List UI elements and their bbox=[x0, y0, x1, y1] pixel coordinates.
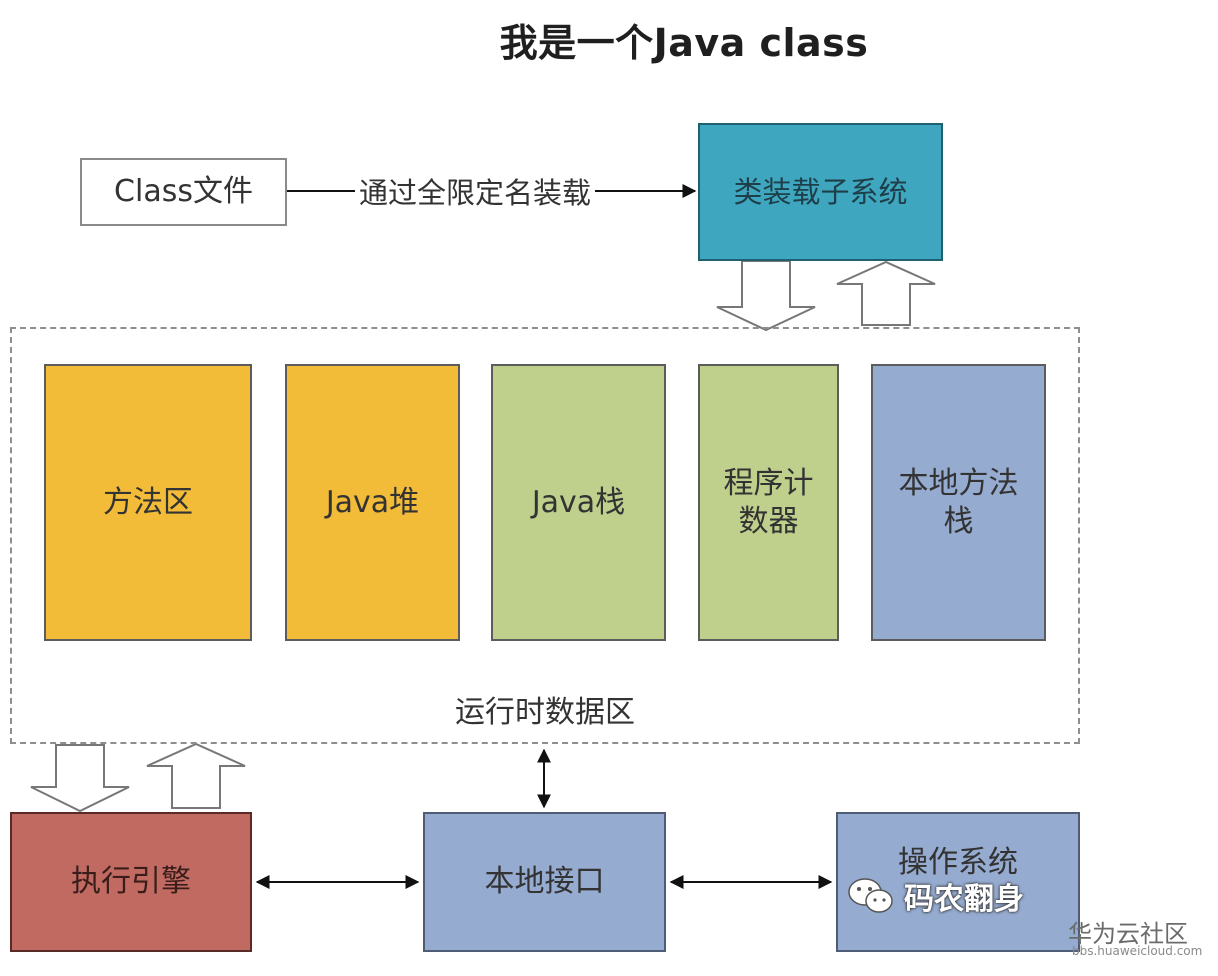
watermark-text: 码农翻身 bbox=[904, 882, 1024, 917]
runtime-to-engine-hollow-arrow bbox=[30, 744, 130, 813]
native-method-stack-box: 本地方法 栈 bbox=[871, 364, 1046, 641]
runtime-to-loader-hollow-arrow bbox=[836, 260, 936, 326]
engine-to-runtime-hollow-arrow bbox=[146, 742, 246, 809]
java-stack-box: Java栈 bbox=[491, 364, 666, 641]
diagram-title: 我是一个Java class bbox=[499, 21, 869, 65]
class-file-box: Class文件 bbox=[80, 158, 287, 226]
execution-engine-label: 执行引擎 bbox=[71, 864, 191, 900]
native-interface-label: 本地接口 bbox=[484, 864, 605, 900]
java-heap-label: Java堆 bbox=[325, 484, 420, 520]
runtime-area-label: 运行时数据区 bbox=[455, 695, 635, 730]
pc-register-box: 程序计 数器 bbox=[698, 364, 839, 641]
java-heap-box: Java堆 bbox=[285, 364, 460, 641]
class-file-label: Class文件 bbox=[114, 174, 253, 210]
runtime-data-area bbox=[10, 327, 1080, 744]
loader-to-runtime-hollow-arrow bbox=[716, 260, 816, 332]
class-loader-label: 类装载子系统 bbox=[733, 174, 908, 209]
operating-system-box: 操作系统 bbox=[836, 812, 1080, 952]
java-stack-label: Java栈 bbox=[531, 484, 626, 520]
operating-system-label: 操作系统 bbox=[898, 845, 1018, 880]
brand-name: 华为云社区 bbox=[1068, 920, 1188, 948]
method-area-label: 方法区 bbox=[103, 484, 193, 520]
method-area-box: 方法区 bbox=[44, 364, 252, 641]
class-loader-box: 类装载子系统 bbox=[698, 123, 943, 261]
wechat-icon bbox=[848, 878, 893, 913]
native-method-stack-label: 本地方法 栈 bbox=[898, 466, 1019, 539]
native-interface-box: 本地接口 bbox=[423, 812, 666, 952]
execution-engine-box: 执行引擎 bbox=[10, 812, 252, 952]
load-arrow-label: 通过全限定名装载 bbox=[355, 170, 596, 212]
brand-url: bbs.huaweicloud.com bbox=[1072, 944, 1203, 958]
pc-register-label: 程序计 数器 bbox=[723, 466, 814, 539]
